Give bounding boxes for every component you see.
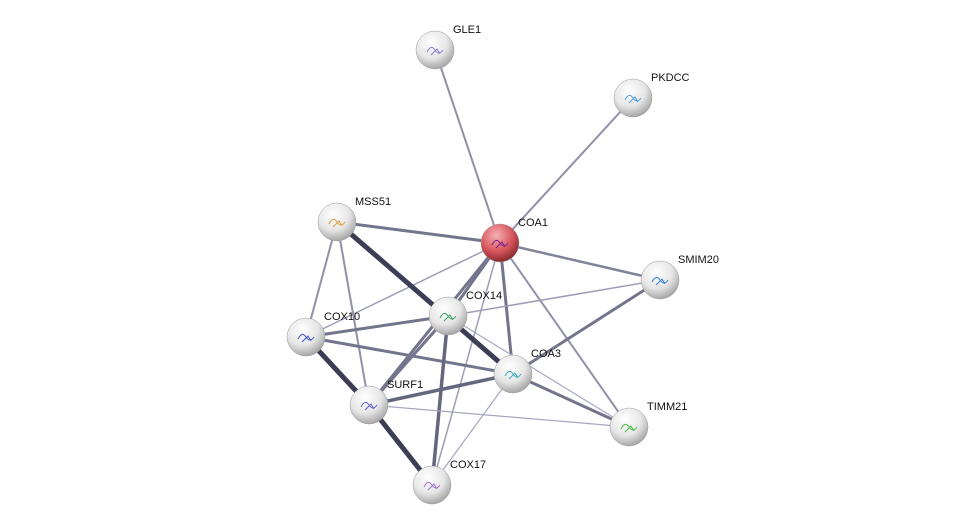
edge-coa1-gle1[interactable]	[434, 49, 501, 244]
node-pkdcc[interactable]: PKDCC	[613, 72, 690, 118]
node-label: SURF1	[387, 379, 423, 391]
node-coa1[interactable]: COA1	[480, 217, 548, 263]
edge-coa1-cox10[interactable]	[305, 242, 501, 338]
protein-structure-icon	[620, 423, 638, 433]
edge-coa3-cox17[interactable]	[431, 373, 514, 486]
edge-coa3-smim20[interactable]	[512, 278, 661, 376]
node-label: TIMM21	[647, 401, 687, 413]
edge-coa1-coa3[interactable]	[498, 242, 515, 375]
protein-structure-icon	[491, 239, 509, 249]
node-label: GLE1	[453, 24, 481, 36]
node-coa3[interactable]: COA3	[493, 348, 561, 394]
edge-coa1-pkdcc[interactable]	[499, 97, 634, 244]
edge-cox14-smim20[interactable]	[447, 279, 661, 317]
node-label: COX10	[324, 311, 360, 323]
protein-structure-icon	[423, 481, 441, 491]
edge-coa1-mss51[interactable]	[336, 220, 501, 245]
edge-surf1-timm21[interactable]	[368, 404, 630, 428]
protein-structure-icon	[328, 218, 346, 228]
edge-coa1-smim20[interactable]	[499, 241, 661, 282]
edge-coa1-timm21[interactable]	[499, 242, 630, 428]
edge-cox14-cox17[interactable]	[430, 315, 450, 486]
protein-structure-icon	[439, 312, 457, 322]
edge-mss51-cox10[interactable]	[305, 221, 338, 338]
node-label: COA1	[518, 217, 548, 229]
protein-structure-icon	[504, 370, 522, 380]
protein-structure-icon	[624, 94, 642, 104]
node-label: SMIM20	[678, 254, 719, 266]
edge-cox14-surf1[interactable]	[367, 315, 450, 406]
edge-cox10-cox14[interactable]	[305, 314, 449, 339]
node-gle1[interactable]: GLE1	[415, 24, 481, 70]
node-mss51[interactable]: MSS51	[317, 196, 391, 242]
node-label: COX17	[450, 459, 486, 471]
node-cox10[interactable]: COX10	[286, 311, 360, 357]
edge-mss51-coa3[interactable]	[335, 220, 515, 376]
edge-coa3-surf1[interactable]	[368, 372, 514, 407]
edge-cox10-coa3[interactable]	[305, 335, 514, 376]
protein-structure-icon	[297, 333, 315, 343]
node-label: MSS51	[355, 196, 391, 208]
node-cox14[interactable]: COX14	[428, 290, 502, 336]
protein-structure-icon	[360, 401, 378, 411]
node-label: COA3	[531, 348, 561, 360]
edge-coa3-timm21[interactable]	[512, 372, 630, 429]
edge-mss51-surf1[interactable]	[336, 221, 370, 406]
node-smim20[interactable]: SMIM20	[640, 254, 719, 300]
protein-structure-icon	[426, 46, 444, 56]
node-label: PKDCC	[651, 72, 690, 84]
edge-cox14-timm21[interactable]	[447, 315, 630, 428]
node-surf1[interactable]: SURF1	[349, 379, 423, 425]
node-cox17[interactable]: COX17	[412, 459, 486, 505]
node-timm21[interactable]: TIMM21	[609, 401, 687, 447]
protein-structure-icon	[651, 276, 669, 286]
node-label: COX14	[466, 290, 502, 302]
edge-coa1-cox17[interactable]	[431, 242, 501, 486]
